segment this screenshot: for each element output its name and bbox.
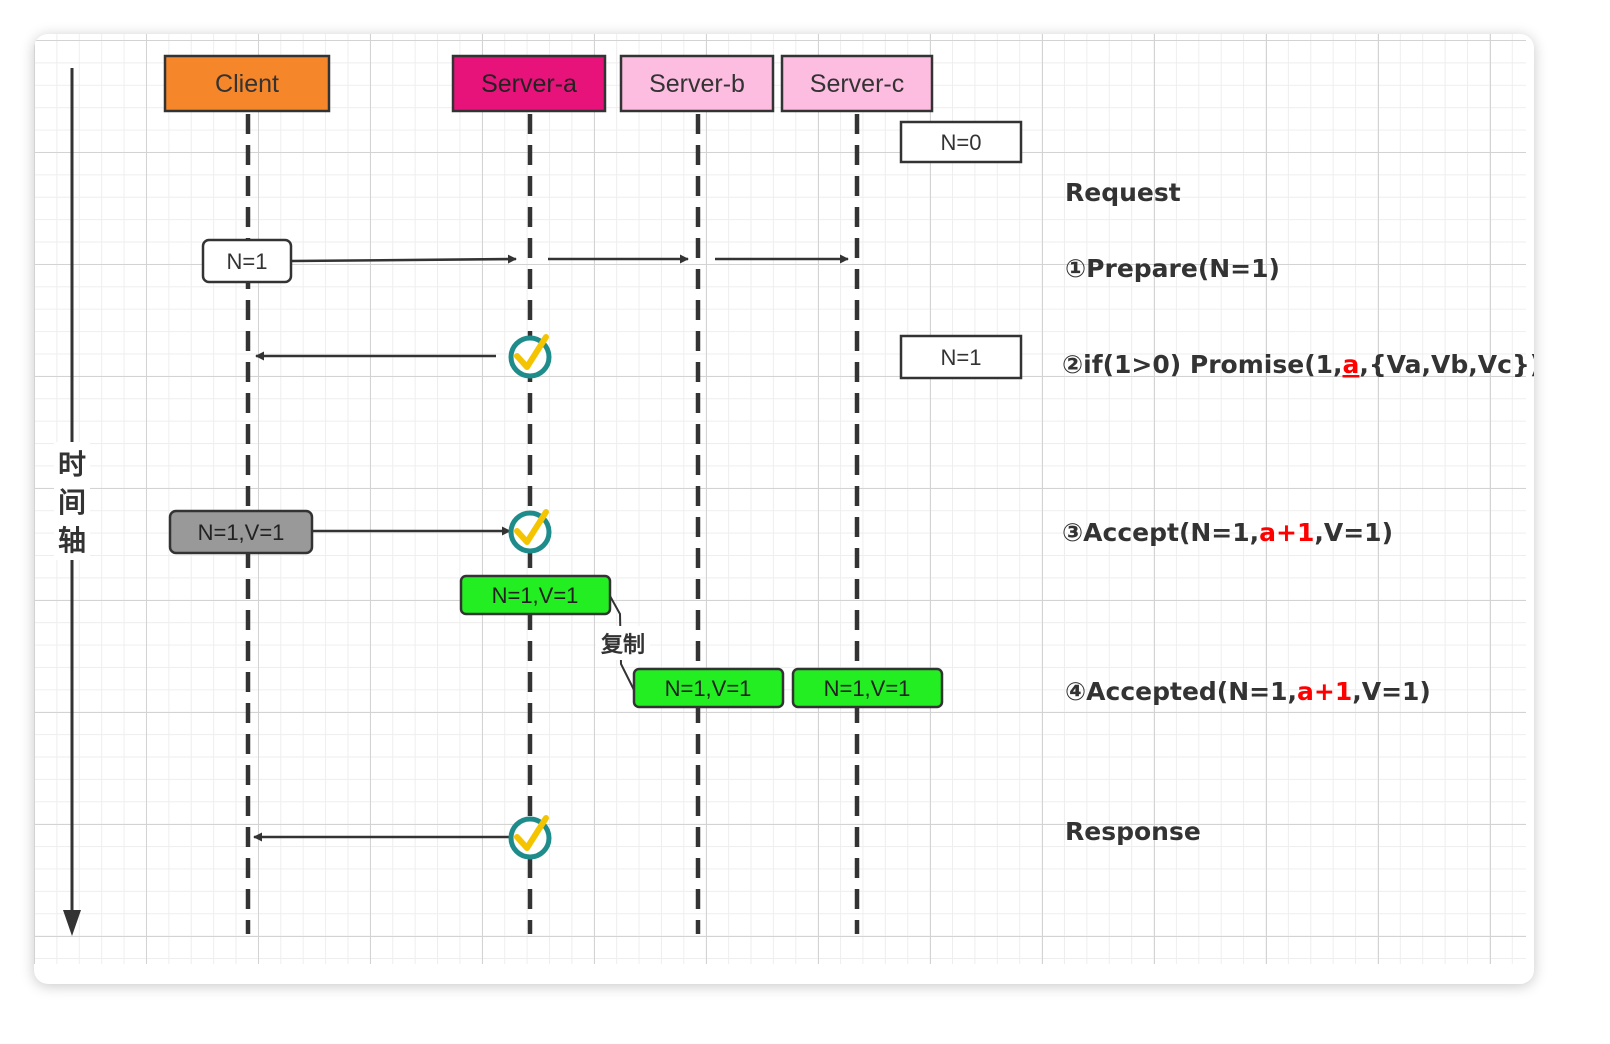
check-icon-promise [508,334,552,379]
time-axis-char-3: 轴 [58,524,86,557]
time-axis-char-1: 时 [58,448,86,481]
server-a-accepted-box: N=1,V=1 [459,574,612,616]
step-accept-suffix: ,V=1) [1314,518,1393,547]
step-accepted-suffix: ,V=1) [1352,677,1431,706]
server-b-accepted-box: N=1,V=1 [632,667,785,709]
step-response-label: Response [1065,817,1201,846]
check-icon-response [508,815,552,860]
client-prepare-box-label: N=1 [227,249,268,274]
step-accepted-prefix: ④Accepted(N=1, [1065,677,1297,706]
diagram-card: 时 间 轴 Client Server-a Server-b Server-c … [34,34,1534,984]
server-c-header-label: Server-c [810,70,904,98]
client-header: Client [163,54,331,113]
server-c-accepted-box: N=1,V=1 [791,667,944,709]
step-accept-highlight: a+1 [1259,518,1314,547]
state-box-n0-label: N=0 [941,130,982,155]
client-accept-box-label: N=1,V=1 [198,520,285,545]
time-axis-arrowhead [63,910,81,936]
copy-label-bg [596,626,650,660]
server-b-header: Server-b [619,54,775,113]
step-request-label: Request [1065,178,1181,207]
server-c-accepted-box-label: N=1,V=1 [824,676,911,701]
state-box-n0: N=0 [899,120,1023,164]
server-b-accepted-box-label: N=1,V=1 [665,676,752,701]
step-promise-prefix: ②if(1>0) Promise(1, [1062,350,1343,379]
server-c-header: Server-c [780,54,934,113]
state-box-n1: N=1 [899,334,1023,380]
step-accepted-highlight: a+1 [1297,677,1352,706]
step-accept-prefix: ③Accept(N=1, [1062,518,1259,547]
client-prepare-box: N=1 [201,238,293,284]
state-box-n1-label: N=1 [941,345,982,370]
step-accept-label: ③Accept(N=1,a+1,V=1) [1062,518,1393,547]
client-accept-box: N=1,V=1 [168,509,314,555]
prepare-arrow-client-to-a [291,254,517,264]
grid-background [34,34,1526,964]
step-promise-suffix: ,{Va,Vb,Vc}) [1359,350,1534,379]
step-accepted-label: ④Accepted(N=1,a+1,V=1) [1065,677,1431,706]
time-axis-label-bg [54,442,90,560]
step-prepare-label: ①Prepare(N=1) [1065,254,1280,283]
step-promise-label: ②if(1>0) Promise(1,a,{Va,Vb,Vc}) [1062,350,1534,379]
server-b-header-label: Server-b [649,70,745,98]
server-a-accepted-box-label: N=1,V=1 [492,583,579,608]
step-promise-highlight: a [1343,350,1360,379]
time-axis-char-2: 间 [58,486,86,519]
sequence-diagram: 时 间 轴 Client Server-a Server-b Server-c … [54,54,1534,936]
copy-label: 复制 [600,632,645,658]
check-icon-accept [508,509,552,554]
server-a-header: Server-a [451,54,607,113]
client-header-label: Client [215,70,279,98]
server-a-header-label: Server-a [481,70,577,98]
